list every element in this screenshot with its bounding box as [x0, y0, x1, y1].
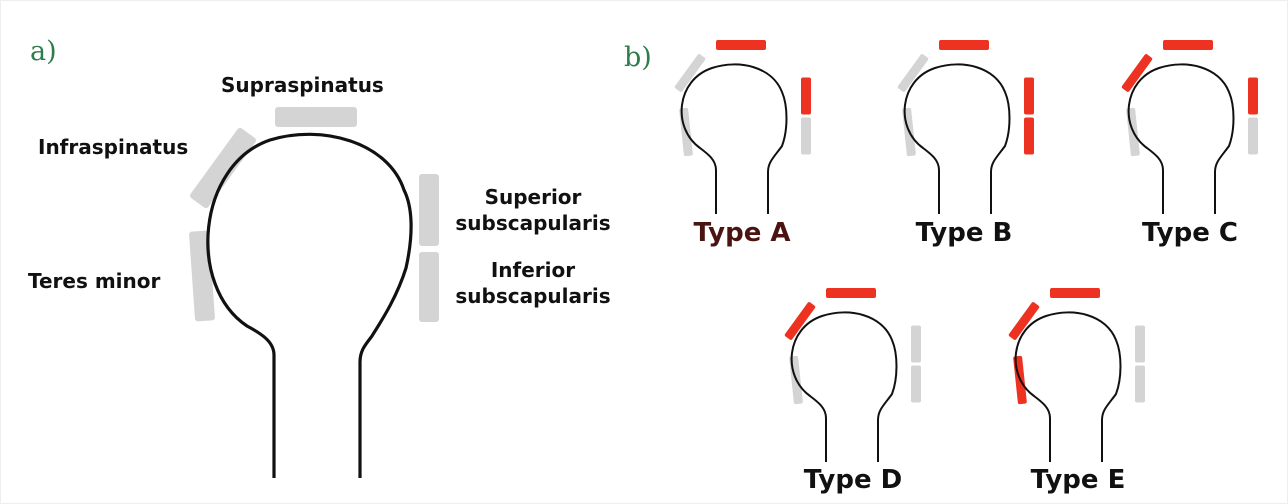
type-c-infraspinatus-band [1121, 54, 1153, 92]
supraspinatus-label: Supraspinatus [221, 73, 384, 97]
teres-minor-label: Teres minor [28, 269, 161, 293]
type-e-superior-subscapularis-band [1135, 325, 1145, 363]
type-b-label: Type B [915, 218, 1013, 248]
humeral-head-outline [206, 132, 413, 478]
type-a-humeral-head-outline [680, 63, 788, 214]
type-d-inferior-subscapularis-band [911, 365, 921, 403]
supraspinatus-band [275, 107, 357, 127]
panel-b-letter: b) [624, 42, 652, 73]
type-b-superior-subscapularis-band [1024, 77, 1034, 115]
inferior-subscapularis-label-line2: subscapularis [455, 284, 611, 308]
type-a-inferior-subscapularis-band [801, 117, 811, 155]
type-d-diagram [784, 288, 921, 462]
type-a-diagram [674, 40, 811, 214]
type-b-humeral-head-outline [903, 63, 1011, 214]
superior-subscapularis-label-line1: Superior [484, 185, 582, 209]
type-d-humeral-head-outline [790, 311, 898, 462]
type-b-inferior-subscapularis-band [1024, 117, 1034, 155]
panel-b-diagrams [674, 40, 1258, 462]
type-b-infraspinatus-band [897, 54, 929, 92]
type-a-superior-subscapularis-band [801, 77, 811, 115]
inferior-subscapularis-label: Inferior subscapularis [444, 257, 622, 309]
type-c-inferior-subscapularis-band [1248, 117, 1258, 155]
inferior-subscapularis-band [419, 252, 439, 322]
type-c-supraspinatus-band [1163, 40, 1213, 50]
type-e-inferior-subscapularis-band [1135, 365, 1145, 403]
type-a-label: Type A [693, 218, 791, 248]
type-c-diagram [1121, 40, 1258, 214]
type-e-diagram [1008, 288, 1145, 462]
type-b-diagram [897, 40, 1034, 214]
type-d-label: Type D [803, 465, 903, 495]
type-e-supraspinatus-band [1050, 288, 1100, 298]
type-e-label: Type E [1030, 465, 1126, 495]
panel-a-diagram [189, 107, 439, 478]
type-a-supraspinatus-band [716, 40, 766, 50]
type-d-infraspinatus-band [784, 302, 816, 340]
type-e-infraspinatus-band [1008, 302, 1040, 340]
superior-subscapularis-label: Superior subscapularis [444, 184, 622, 236]
panel-a-letter: a) [30, 36, 57, 67]
inferior-subscapularis-label-line1: Inferior [490, 258, 576, 282]
superior-subscapularis-band [419, 174, 439, 246]
type-b-supraspinatus-band [939, 40, 989, 50]
type-d-supraspinatus-band [826, 288, 876, 298]
infraspinatus-label: Infraspinatus [38, 135, 189, 159]
superior-subscapularis-label-line2: subscapularis [455, 211, 611, 235]
type-e-humeral-head-outline [1014, 311, 1122, 462]
type-a-infraspinatus-band [674, 54, 706, 92]
type-c-label: Type C [1142, 218, 1238, 248]
type-c-humeral-head-outline [1127, 63, 1235, 214]
infraspinatus-band [190, 127, 256, 209]
type-c-superior-subscapularis-band [1248, 77, 1258, 115]
type-d-superior-subscapularis-band [911, 325, 921, 363]
